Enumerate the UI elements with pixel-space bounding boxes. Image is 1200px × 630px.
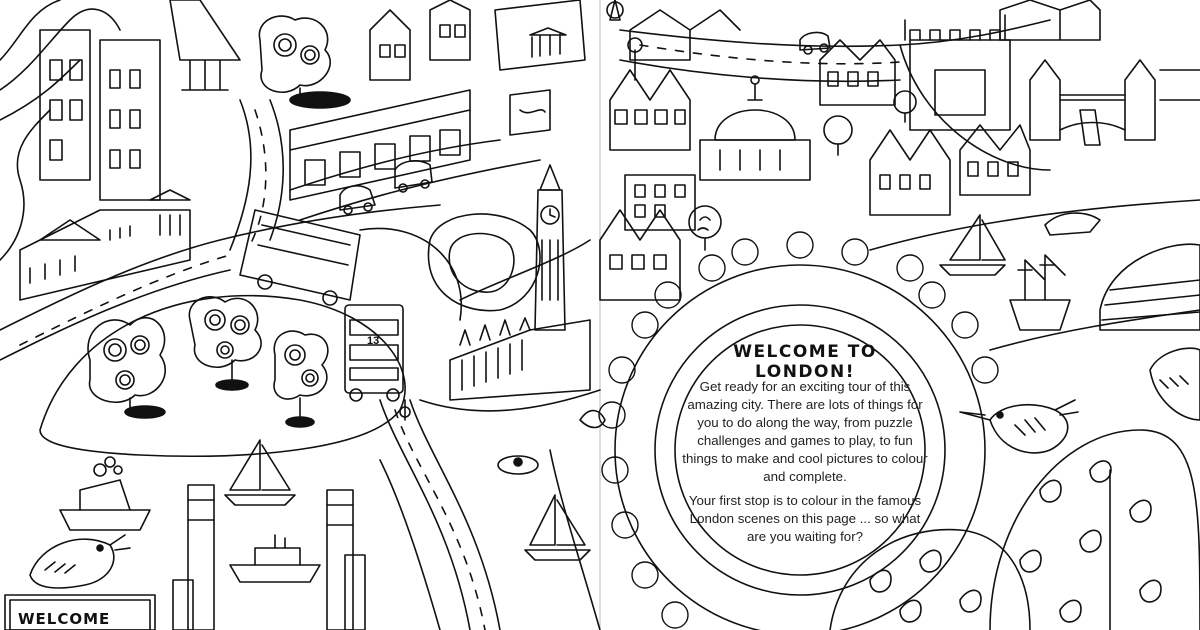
welcome-sign-text: WELCOME: [18, 610, 110, 628]
tree-right-2: [823, 115, 853, 156]
bird-right: [959, 399, 1079, 454]
tudor-houses-1: [609, 69, 691, 151]
chimney-3: [344, 554, 366, 630]
leafy-tree-1: [989, 429, 1200, 630]
tree-right-3: [893, 90, 917, 123]
steamboat: [229, 534, 321, 583]
tree-right-1: [688, 205, 722, 251]
bus-number: 13: [367, 335, 379, 347]
chimney-4: [172, 579, 194, 630]
first-stop-paragraph: Your first stop is to colour in the famo…: [688, 493, 922, 544]
river-wave: [579, 409, 606, 429]
tudor-houses-2: [819, 39, 896, 106]
houses-of-parliament: [449, 317, 591, 401]
welcome-sign: [4, 594, 156, 630]
car-2: [394, 160, 433, 193]
car-right: [799, 31, 831, 55]
welcome-title: WELCOME TO LONDON!: [733, 342, 877, 382]
swirl-tree-1: [87, 317, 166, 419]
top-center-buildings: [369, 0, 586, 136]
roundabout: [427, 213, 541, 312]
sailboat-1: [224, 439, 296, 506]
chimney-1: [187, 484, 215, 630]
london-eye: [614, 264, 986, 630]
road-dashes: [19, 109, 486, 630]
palace-left: [19, 189, 191, 301]
swirl-tree-top: [258, 15, 351, 109]
tower-of-london: [904, 14, 1011, 131]
chimney-2: [326, 489, 354, 630]
barge: [1079, 109, 1101, 146]
intro-paragraph: Get ready for an exciting tour of this a…: [682, 379, 928, 484]
st-pauls-cathedral: [699, 75, 811, 181]
river-left: [379, 389, 601, 630]
swirl-tree-3: [273, 330, 329, 428]
car-1: [339, 185, 376, 215]
lamps: [399, 37, 643, 421]
double-decker-bus-2: [344, 304, 404, 402]
river-right: [869, 199, 1200, 351]
tudor-houses-4: [959, 124, 1031, 196]
big-ben: [534, 164, 566, 331]
building-top-left: [39, 0, 241, 201]
left-wavy-border: [0, 0, 121, 261]
sailboat-2: [524, 494, 591, 561]
bird-left: [29, 534, 131, 589]
tower-bridge: [1029, 59, 1200, 141]
bird-far-right: [1149, 347, 1200, 421]
tugboat: [59, 456, 151, 531]
gherkin-dome: [1099, 243, 1200, 331]
galleon: [1009, 254, 1071, 331]
left-roads: [0, 99, 591, 630]
swirl-tree-2: [188, 296, 262, 391]
tudor-houses-5: [599, 209, 681, 301]
speedboat: [1044, 212, 1101, 236]
sailboat-right: [939, 214, 1006, 276]
double-decker-bus-1: [239, 209, 361, 306]
london-eye-pods: [598, 231, 999, 629]
rowboat: [497, 455, 539, 475]
leafy-tree-2: [829, 528, 1031, 630]
tudor-houses-3: [869, 129, 951, 216]
right-road-dashes: [639, 44, 901, 65]
office-building: [624, 174, 696, 231]
